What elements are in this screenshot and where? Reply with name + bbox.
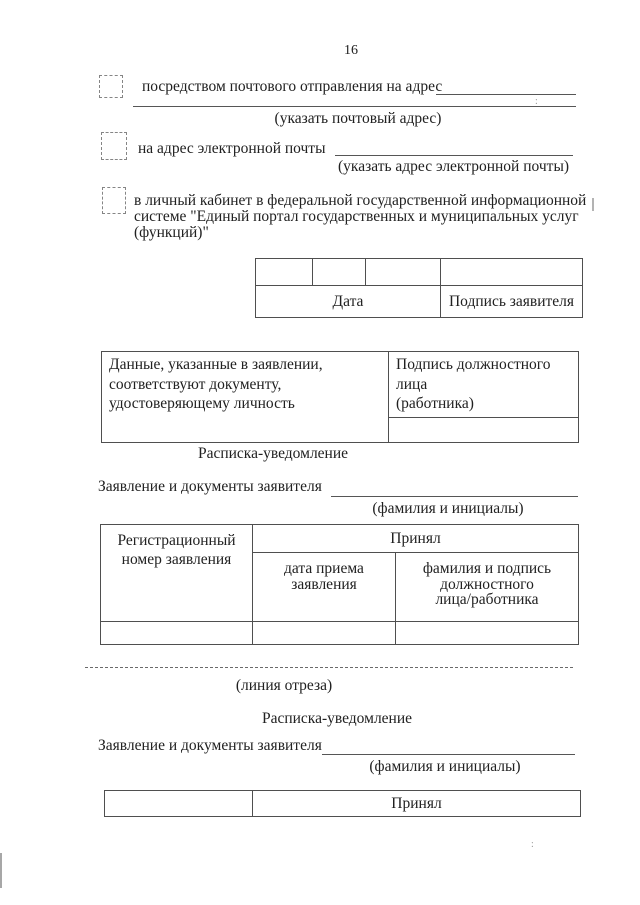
blank-cell — [395, 621, 579, 645]
postal-option-label: посредством почтового отправления на адр… — [142, 78, 443, 95]
applicant-name-hint: (фамилия и инициалы) — [372, 500, 524, 517]
blank-cell — [388, 416, 579, 443]
acceptance-date-line: дата приема — [284, 560, 364, 577]
blank-cell — [104, 790, 253, 817]
receipt-title: Расписка-уведомление — [197, 445, 349, 462]
postal-option-checkbox-icon — [99, 75, 123, 98]
verification-table: Данные, указанные в заявлении, соответст… — [101, 351, 579, 443]
email-address-fill-line — [335, 155, 573, 156]
email-option-label: на адрес электронной почты — [138, 140, 326, 157]
accepted-header-cell: Принял — [252, 790, 581, 817]
official-name-signature-line: фамилия и подпись — [422, 560, 552, 577]
official-signature-cell: Подпись должностного лица (работника) — [388, 351, 579, 418]
verification-empty-row — [102, 416, 579, 443]
cut-line — [85, 667, 573, 668]
date-signature-table: Дата Подпись заявителя — [255, 258, 583, 318]
signature-label-cell: Подпись заявителя — [440, 285, 583, 318]
verification-statement-cell: Данные, указанные в заявлении, соответст… — [101, 351, 389, 443]
accepted-header-cell: Принял — [252, 524, 579, 553]
postal-address-fill-line-1 — [436, 94, 576, 95]
acceptance-date-cell: дата приема заявления — [252, 552, 396, 622]
scan-artifact-edge — [0, 853, 2, 888]
official-name-signature-line: лица/работника — [435, 591, 539, 608]
official-name-signature-cell: фамилия и подпись должностного лица/рабо… — [395, 552, 579, 622]
receipt-title: Расписка-уведомление — [261, 710, 413, 727]
applicant-docs-label: Заявление и документы заявителя — [98, 737, 322, 754]
blank-cell — [440, 258, 583, 286]
cut-line-label: (линия отреза) — [235, 677, 333, 694]
postal-address-hint: (указать почтовый адрес) — [274, 110, 442, 127]
portal-option-label-line: в личный кабинет в федеральной государст… — [134, 192, 587, 209]
blank-cell — [100, 621, 253, 645]
portal-option-label-line: (функций)" — [134, 224, 209, 241]
scan-artifact-tick — [592, 198, 594, 211]
official-signature-line: Подпись должностного лица — [396, 356, 551, 393]
registration-table: Регистрационный номер заявления Принял д… — [100, 524, 579, 645]
bottom-accepted-table: Принял — [104, 790, 581, 817]
blank-cell — [312, 258, 366, 286]
blank-cell — [365, 258, 441, 286]
blank-cell — [252, 621, 396, 645]
verification-statement-line: Данные, указанные в заявлении, — [109, 356, 323, 373]
scan-artifact-speck: : — [531, 839, 534, 850]
email-address-hint: (указать адрес электронной почты) — [338, 158, 570, 175]
registration-header-row: Регистрационный номер заявления Принял — [100, 524, 579, 622]
official-signature-line: (работника) — [396, 395, 474, 412]
registration-number-line: Регистрационный — [117, 532, 236, 549]
date-label-cell: Дата — [255, 285, 441, 318]
date-signature-label-row: Дата Подпись заявителя — [255, 285, 583, 318]
page-number: 16 — [344, 43, 358, 58]
blank-cell — [255, 258, 313, 286]
acceptance-date-line: заявления — [291, 575, 357, 593]
registration-number-cell: Регистрационный номер заявления — [100, 524, 253, 622]
registration-number-line: номер заявления — [121, 551, 232, 568]
verification-row: Данные, указанные в заявлении, соответст… — [101, 351, 579, 443]
portal-option-label: в личный кабинет в федеральной государст… — [134, 193, 604, 241]
postal-address-fill-line-2 — [133, 106, 576, 107]
applicant-name-fill-line — [322, 754, 575, 755]
applicant-docs-label: Заявление и документы заявителя — [98, 478, 322, 495]
applicant-name-fill-line — [331, 496, 578, 497]
bottom-accepted-row: Принял — [104, 790, 581, 817]
verification-statement-line: удостоверяющему личность — [109, 395, 295, 412]
official-name-signature-line: должностного — [440, 575, 534, 593]
email-option-checkbox-icon — [101, 132, 127, 160]
applicant-name-hint: (фамилия и инициалы) — [369, 758, 521, 775]
verification-statement-line: соответствуют документу, — [109, 375, 282, 393]
scan-artifact-speck: : — [535, 96, 538, 107]
portal-option-label-line: системе "Единый портал государственных и… — [134, 208, 579, 225]
registration-empty-row — [100, 621, 579, 645]
date-signature-blank-row — [255, 258, 583, 286]
portal-option-checkbox-icon — [102, 187, 126, 214]
